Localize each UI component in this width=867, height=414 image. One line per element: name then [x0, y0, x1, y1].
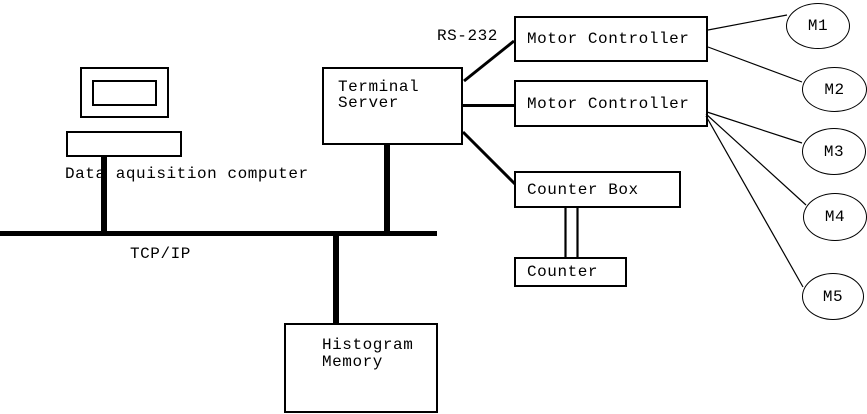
- computer-screen-icon: [92, 80, 157, 106]
- computer-keyboard-icon: [66, 131, 182, 157]
- motor-m3-label: M3: [823, 142, 845, 161]
- motor-m2-label: M2: [824, 80, 845, 99]
- computer-label: Data aquisition computer: [65, 165, 309, 183]
- motor-m4-label: M4: [824, 208, 846, 226]
- motor-controller-1-label: Motor Controller: [527, 30, 690, 48]
- mc2-to-m4-line: [705, 113, 807, 206]
- counter-box-label: Counter Box: [527, 180, 639, 199]
- motor-m5-label: M5: [822, 287, 844, 306]
- ts-to-counter-box-line: [461, 130, 517, 186]
- tcp-ip-bus-label: TCP/IP: [130, 245, 191, 263]
- mc2-to-m5-line: [705, 115, 804, 288]
- motor-node-m3: M3: [802, 128, 866, 175]
- mc1-to-m1-line: [707, 14, 788, 31]
- motor-m1-label: M1: [807, 17, 829, 35]
- motor-controller-1-box: Motor Controller: [514, 16, 708, 62]
- counter-box: Counter: [514, 257, 627, 287]
- mc1-to-m2-line: [707, 46, 803, 83]
- histogram-memory-label: Histogram Memory: [322, 336, 414, 371]
- mc2-to-m3-line: [706, 111, 803, 144]
- histogram-memory-box: Histogram Memory: [284, 323, 438, 413]
- rs-232-label: RS-232: [437, 27, 498, 45]
- motor-node-m2: M2: [802, 67, 867, 112]
- terminal-server-label: Terminal Server: [338, 78, 420, 112]
- ts-to-mc1-line: [463, 39, 515, 83]
- motor-node-m1: M1: [786, 3, 850, 49]
- motor-node-m5: M5: [802, 273, 864, 320]
- counter-box-box: Counter Box: [514, 171, 681, 208]
- terminal-server-box: Terminal Server: [322, 67, 463, 145]
- motor-controller-2-label: Motor Controller: [527, 94, 690, 113]
- motor-controller-2-box: Motor Controller: [514, 80, 708, 127]
- motor-node-m4: M4: [803, 193, 867, 241]
- counter-label: Counter: [527, 263, 599, 281]
